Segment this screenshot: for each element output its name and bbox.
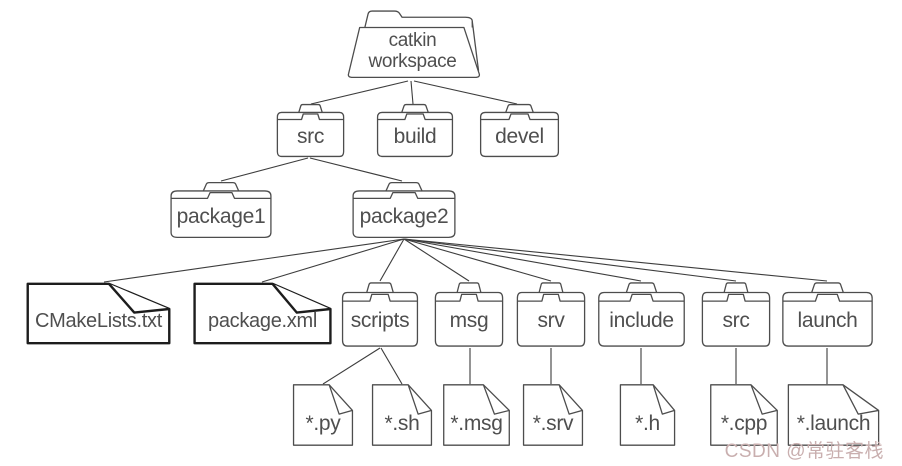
folder-icon xyxy=(479,103,560,158)
node-label: *.sh xyxy=(384,412,420,436)
folder-icon xyxy=(341,281,419,348)
folder-icon xyxy=(701,281,771,348)
node-h-files: *.h xyxy=(619,383,676,447)
node-label: msg xyxy=(449,309,489,333)
node-label: *.msg xyxy=(450,412,503,436)
folder-icon xyxy=(376,103,454,158)
node-label: launch xyxy=(797,309,858,333)
node-label: package2 xyxy=(359,204,449,228)
node-label: *.launch xyxy=(796,412,871,436)
node-label: *.h xyxy=(635,412,660,436)
node-label: src xyxy=(722,309,750,333)
folder-icon xyxy=(169,181,273,239)
node-include: include xyxy=(597,281,686,348)
node-build: build xyxy=(376,103,454,158)
node-catkin-workspace: catkin workspace xyxy=(343,8,482,82)
file-icon xyxy=(191,282,334,345)
node-devel: devel xyxy=(479,103,560,158)
node-msg-files: *.msg xyxy=(442,383,511,447)
folder-icon xyxy=(597,281,686,348)
csdn-watermark: CSDN @常驻客栈 xyxy=(724,441,884,462)
node-package-xml: package.xml xyxy=(191,282,334,345)
node-launch-files: *.launch xyxy=(786,383,881,447)
node-cmakelists-txt: CMakeLists.txt xyxy=(24,282,173,345)
node-label: include xyxy=(609,309,674,333)
file-icon xyxy=(371,383,433,447)
node-label: CMakeLists.txt xyxy=(35,310,162,333)
node-py-files: *.py xyxy=(292,383,354,447)
file-icon xyxy=(442,383,511,447)
folder-icon xyxy=(351,181,457,239)
file-icon xyxy=(619,383,676,447)
file-icon xyxy=(709,383,779,447)
node-label: devel xyxy=(495,125,544,149)
node-package1: package1 xyxy=(169,181,273,239)
file-icon xyxy=(24,282,173,345)
folder-icon xyxy=(781,281,874,348)
node-src-pkg: src xyxy=(701,281,771,348)
node-sh-files: *.sh xyxy=(371,383,433,447)
node-label: package.xml xyxy=(208,310,317,333)
node-msg: msg xyxy=(434,281,504,348)
node-label: catkin workspace xyxy=(368,29,457,72)
node-cpp-files: *.cpp xyxy=(709,383,779,447)
file-icon xyxy=(786,383,881,447)
folder-icon xyxy=(434,281,504,348)
node-label: *.py xyxy=(305,412,341,436)
node-label: build xyxy=(393,125,437,149)
node-label: package1 xyxy=(176,204,266,228)
open-folder-icon xyxy=(343,8,482,82)
folder-icon xyxy=(516,281,586,348)
file-icon xyxy=(292,383,354,447)
node-label: srv xyxy=(537,309,565,333)
node-label: *.srv xyxy=(532,412,574,436)
node-label: scripts xyxy=(350,309,410,333)
node-src: src xyxy=(276,103,345,158)
node-srv-files: *.srv xyxy=(522,383,584,447)
node-package2: package2 xyxy=(351,181,457,239)
folder-icon xyxy=(276,103,345,158)
node-label: *.cpp xyxy=(720,412,768,436)
file-icon xyxy=(522,383,584,447)
node-launch: launch xyxy=(781,281,874,348)
node-label: src xyxy=(296,125,325,149)
node-scripts: scripts xyxy=(341,281,419,348)
node-srv: srv xyxy=(516,281,586,348)
